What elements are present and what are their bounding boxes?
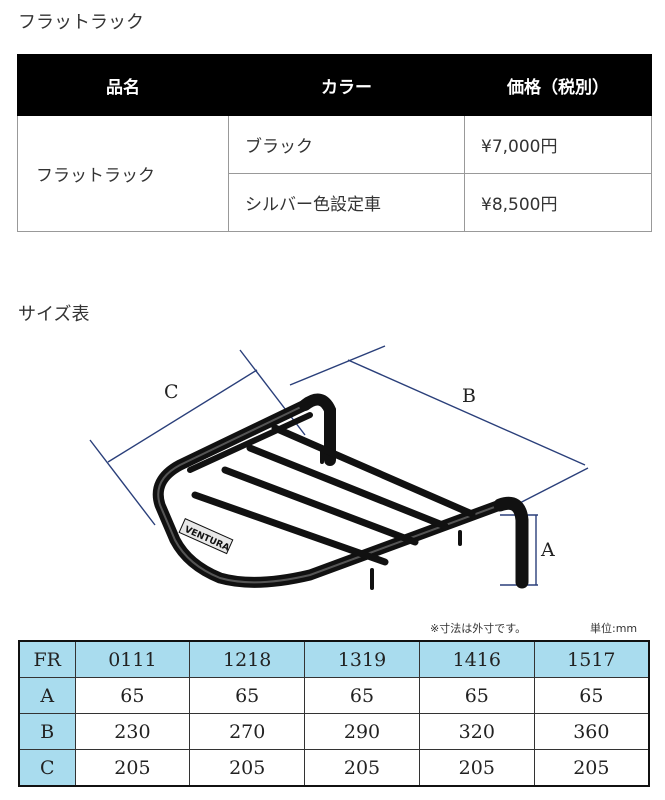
row-label-a: A — [18, 677, 76, 714]
row-label-c: C — [18, 749, 76, 787]
brand-plate: VENTURA — [178, 518, 234, 555]
model-column-header: 1416 — [418, 640, 535, 678]
rack-frame — [152, 393, 529, 590]
color-cell: シルバー色設定車 — [228, 173, 465, 232]
rack-diagram: C B A VENTURA — [89, 345, 589, 590]
price-cell: ¥7,000円 — [464, 115, 652, 174]
size-cell: 65 — [189, 677, 306, 714]
table-row: B 230 270 290 320 360 — [18, 713, 650, 750]
model-column-header: 1517 — [533, 640, 650, 678]
size-table-header-row: FR 0111 1218 1319 1416 1517 — [18, 640, 650, 678]
header-product-name: 品名 — [17, 54, 229, 116]
header-price: 価格（税別） — [464, 54, 652, 116]
header-color: カラー — [228, 54, 465, 116]
size-cell: 205 — [189, 749, 306, 787]
price-section-title: フラットラック — [18, 12, 144, 33]
size-cell: 270 — [189, 713, 306, 750]
model-column-header: 1319 — [304, 640, 420, 678]
size-cell: 290 — [304, 713, 420, 750]
table-row: A 65 65 65 65 65 — [18, 677, 650, 714]
table-row: シルバー色設定車 ¥8,500円 — [18, 173, 652, 232]
size-section-title: サイズ表 — [18, 304, 90, 325]
row-label-b: B — [18, 713, 76, 750]
size-cell: 65 — [418, 677, 535, 714]
size-cell: 205 — [304, 749, 420, 787]
size-cell: 65 — [304, 677, 420, 714]
size-cell: 65 — [533, 677, 650, 714]
price-cell: ¥8,500円 — [464, 173, 652, 232]
size-table: FR 0111 1218 1319 1416 1517 A 65 65 65 6… — [18, 640, 650, 787]
price-table-header-row: 品名 カラー 価格（税別） — [17, 54, 652, 116]
product-name-cell: フラットラック — [17, 115, 229, 232]
size-cell: 320 — [418, 713, 535, 750]
model-column-header: 0111 — [74, 640, 191, 678]
color-cell: ブラック — [228, 115, 465, 174]
table-row: フラットラック ブラック ¥7,000円 — [17, 115, 652, 232]
dimension-label-c: C — [164, 381, 179, 403]
table-row: C 205 205 205 205 205 — [18, 749, 650, 787]
size-cell: 360 — [533, 713, 650, 750]
header-label-cell: FR — [18, 640, 76, 678]
dimension-label-b: B — [462, 385, 476, 407]
size-cell: 205 — [74, 749, 191, 787]
price-table: 品名 カラー 価格（税別） フラットラック ブラック ¥7,000円 シルバー色… — [17, 54, 652, 232]
dimension-label-a: A — [540, 539, 555, 561]
size-cell: 205 — [533, 749, 650, 787]
unit-note: 単位:mm — [590, 622, 638, 635]
size-cell: 205 — [418, 749, 535, 787]
model-column-header: 1218 — [189, 640, 306, 678]
dimension-note: ※寸法は外寸です。 — [430, 622, 527, 635]
size-cell: 230 — [74, 713, 191, 750]
size-cell: 65 — [74, 677, 191, 714]
